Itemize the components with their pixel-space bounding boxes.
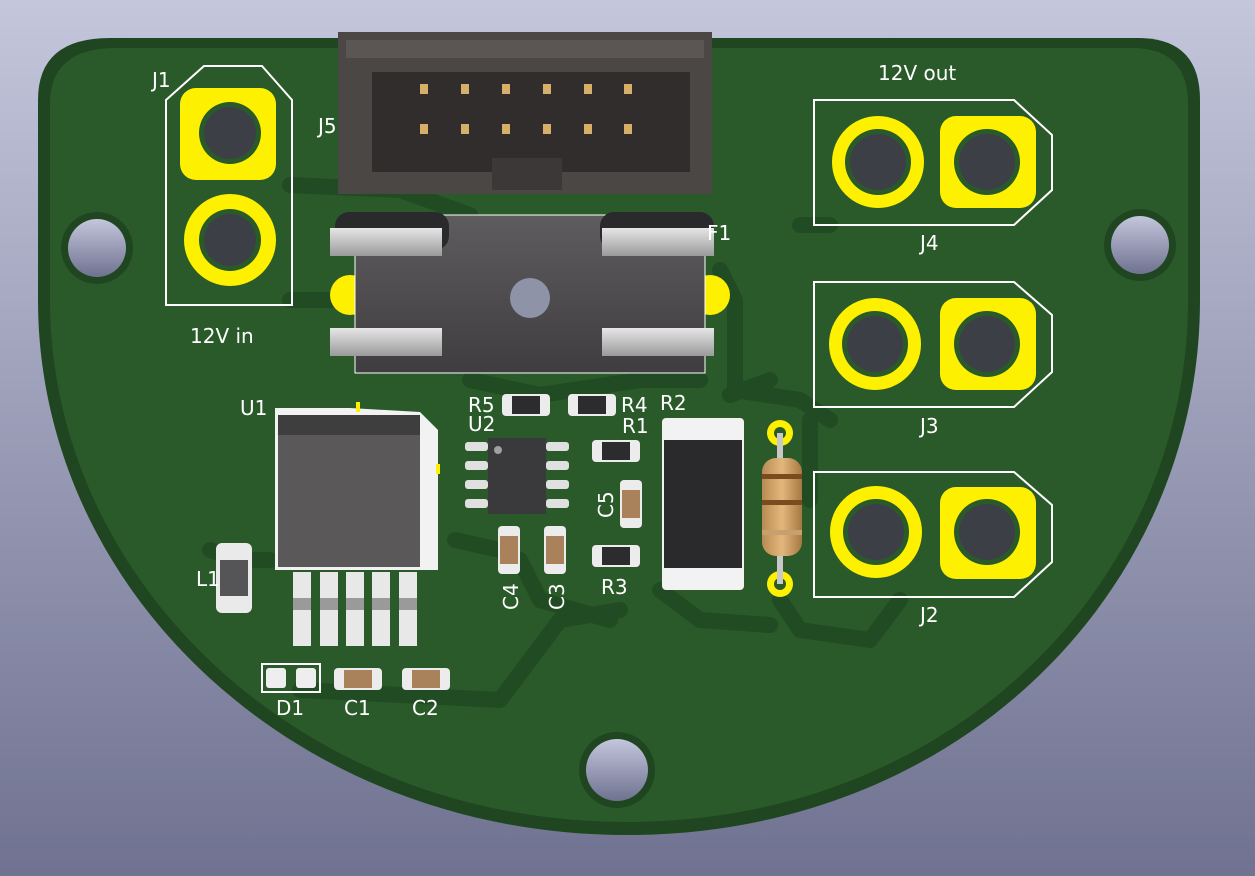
c5-capacitor bbox=[620, 480, 642, 528]
mounting-hole-icon bbox=[579, 732, 655, 808]
c1-label: C1 bbox=[344, 696, 371, 720]
l1-label: L1 bbox=[196, 567, 220, 591]
mounting-hole-icon bbox=[61, 212, 133, 284]
axial-resistor bbox=[762, 420, 802, 597]
r1-resistor bbox=[592, 440, 640, 462]
input-label: 12V in bbox=[190, 324, 254, 348]
c2-capacitor bbox=[402, 668, 450, 690]
screw-terminal-pad-icon bbox=[940, 487, 1036, 579]
d1-diode bbox=[261, 663, 321, 693]
c4-capacitor bbox=[498, 526, 520, 574]
j2-label: J2 bbox=[918, 603, 939, 627]
c3-capacitor bbox=[544, 526, 566, 574]
screw-terminal-pad-icon bbox=[940, 116, 1036, 208]
u2-label: U2 bbox=[468, 412, 495, 436]
r4-resistor bbox=[568, 394, 616, 416]
j2-connector bbox=[813, 471, 1053, 598]
r4-label: R4 bbox=[621, 393, 648, 417]
r1-label: R1 bbox=[622, 414, 649, 438]
f1-label: F1 bbox=[707, 221, 731, 245]
j5-header bbox=[338, 32, 712, 194]
d1-label: D1 bbox=[276, 696, 304, 720]
r5-resistor bbox=[502, 394, 550, 416]
r3-resistor bbox=[592, 545, 640, 567]
j3-connector bbox=[813, 281, 1053, 408]
c4-label: C4 bbox=[499, 583, 523, 610]
l1-inductor bbox=[216, 543, 252, 613]
j3-label: J3 bbox=[918, 414, 939, 438]
output-label: 12V out bbox=[878, 61, 956, 85]
u1-regulator bbox=[275, 402, 440, 646]
r3-label: R3 bbox=[601, 575, 628, 599]
f1-fuse-holder bbox=[330, 212, 730, 374]
r2-label: R2 bbox=[660, 391, 687, 415]
u2-chip bbox=[465, 438, 569, 514]
j4-connector bbox=[813, 99, 1053, 226]
r2-resistor bbox=[662, 418, 744, 590]
mounting-hole-icon bbox=[1104, 209, 1176, 281]
j4-label: J4 bbox=[918, 231, 939, 255]
header-pin-icon bbox=[420, 84, 632, 134]
j5-label: J5 bbox=[316, 114, 337, 138]
screw-terminal-pad-icon bbox=[940, 298, 1036, 390]
c2-label: C2 bbox=[412, 696, 439, 720]
r5-label: R5 bbox=[468, 393, 495, 417]
j1-label: J1 bbox=[150, 68, 171, 92]
c1-capacitor bbox=[334, 668, 382, 690]
u1-label: U1 bbox=[240, 396, 267, 420]
j1-connector bbox=[165, 65, 293, 306]
c5-label: C5 bbox=[594, 491, 618, 518]
c3-label: C3 bbox=[545, 583, 569, 610]
